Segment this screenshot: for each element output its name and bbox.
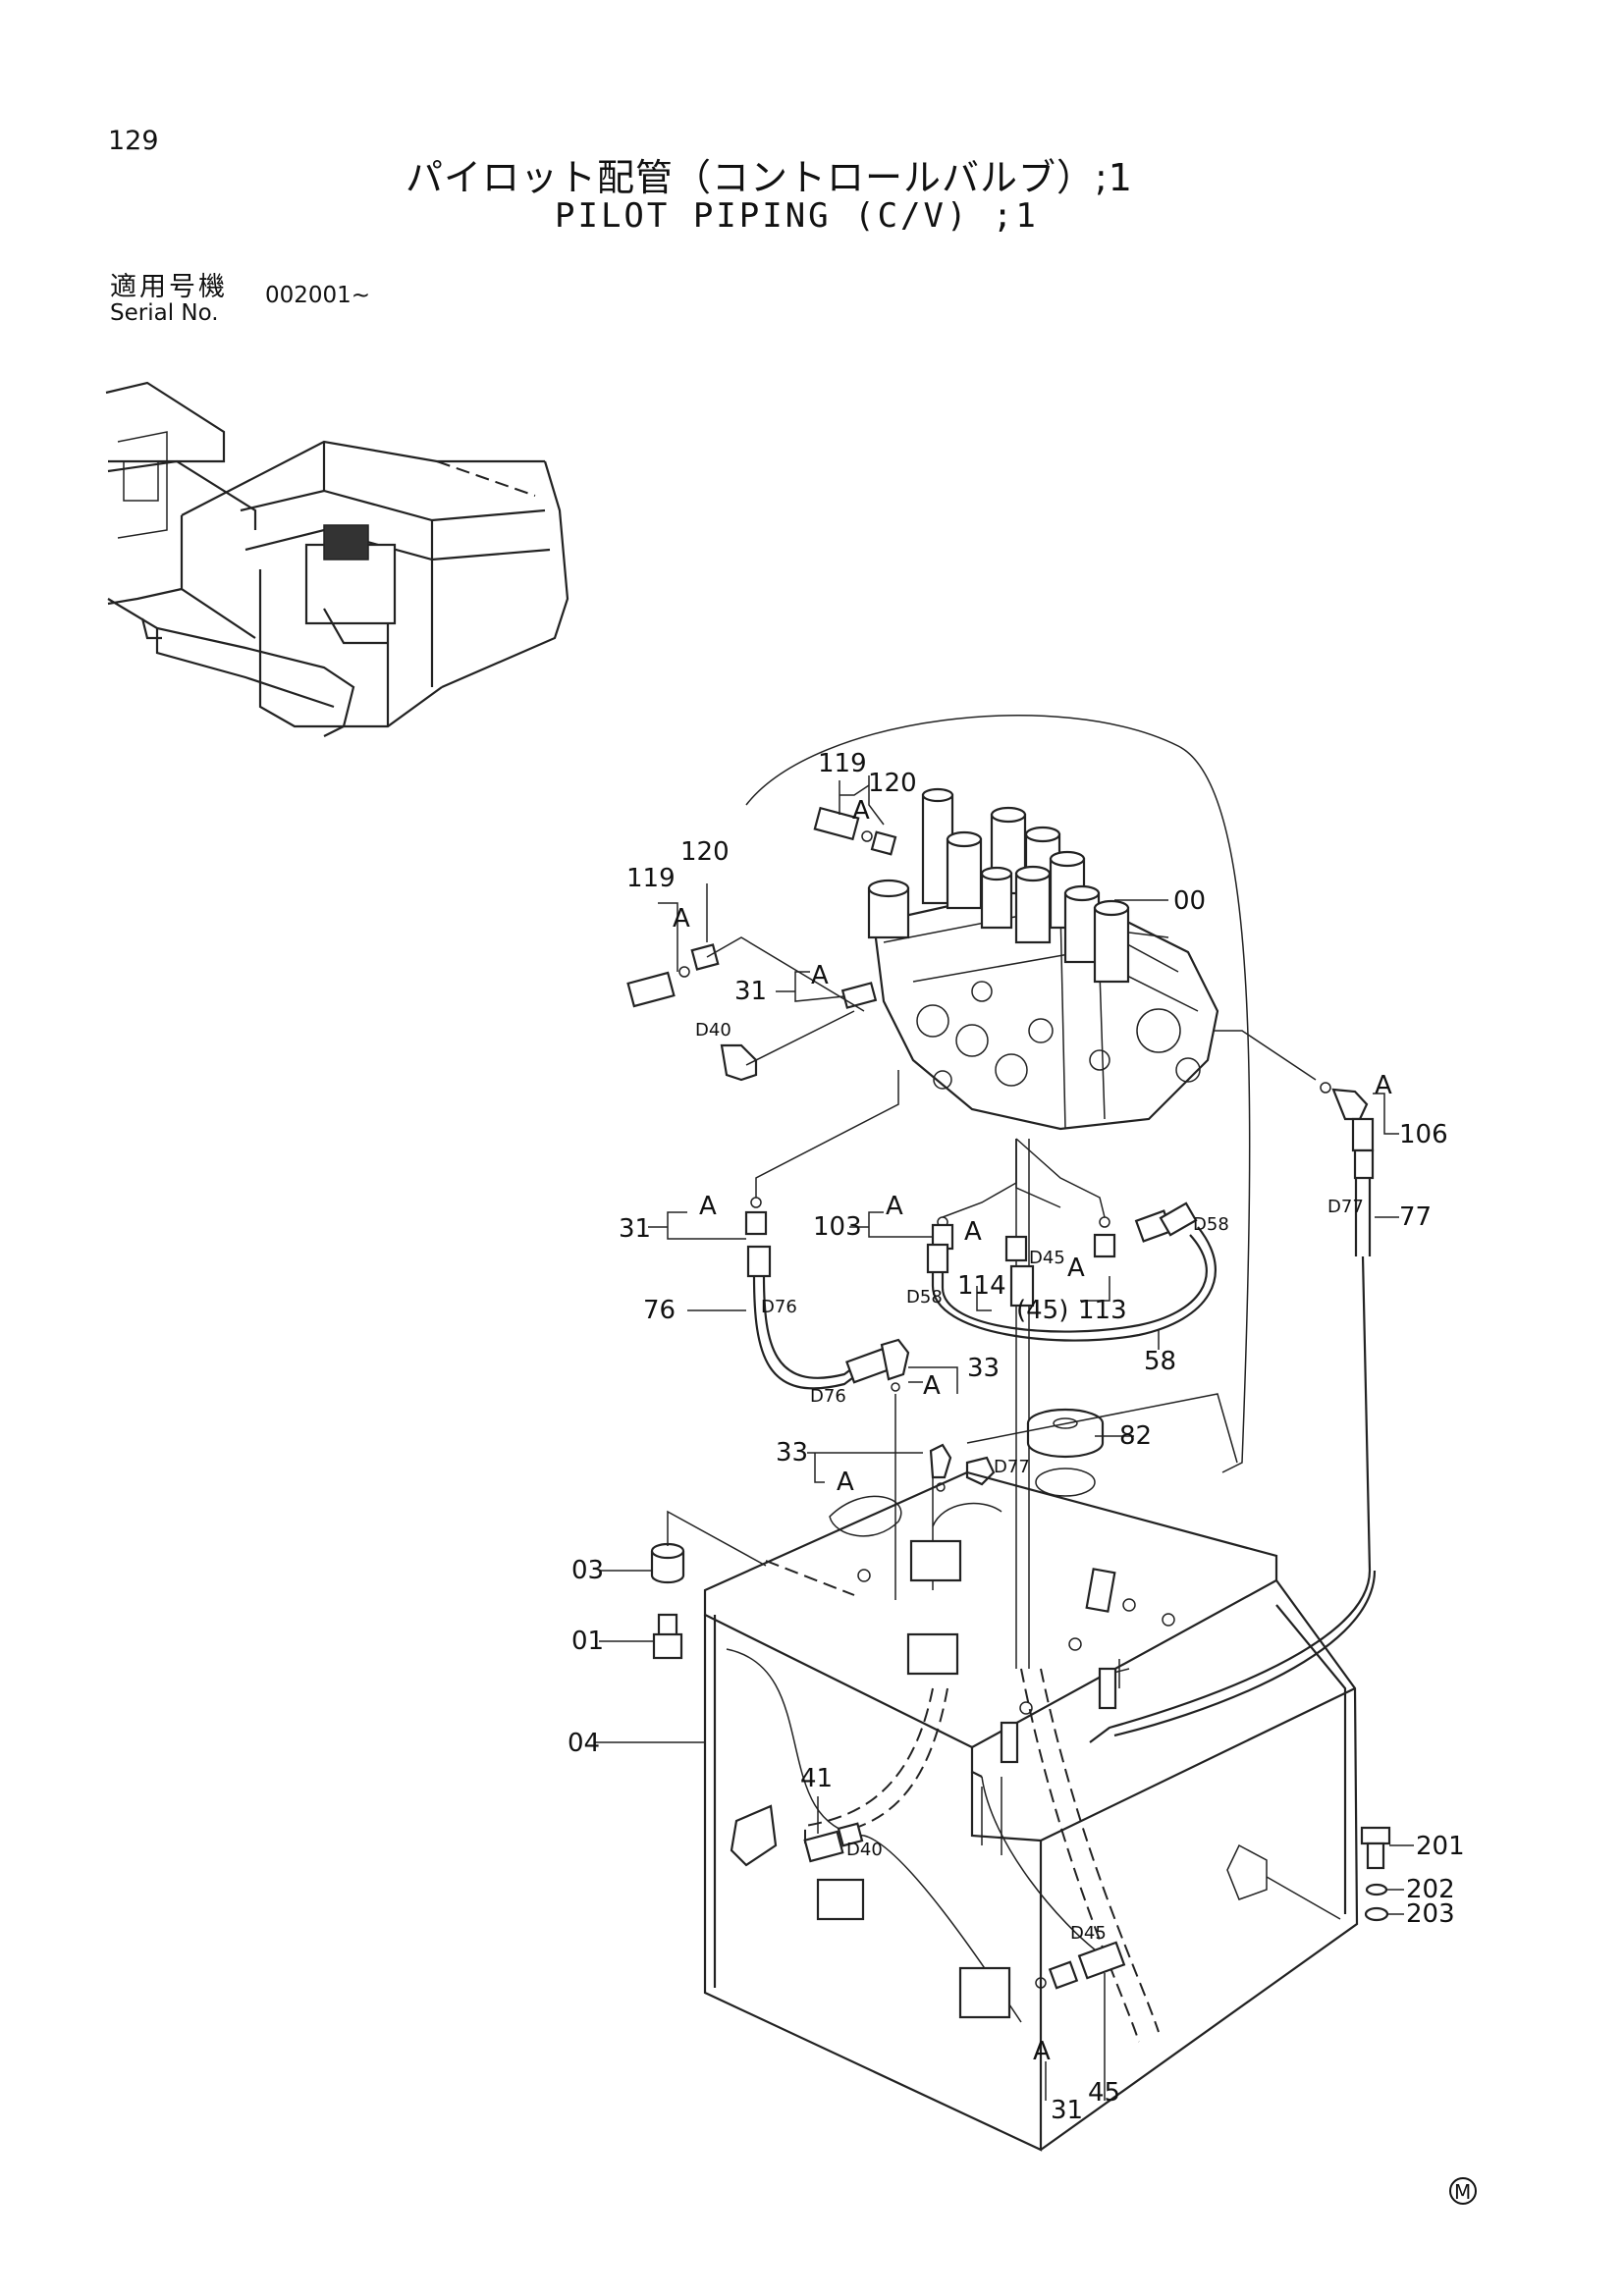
serial-label-english: Serial No. xyxy=(110,300,219,326)
callout-202: 202 xyxy=(1406,1875,1455,1904)
page-title-japanese: パイロット配管（コントロールバルブ）;1 xyxy=(406,156,1133,199)
elbow-d40-left xyxy=(720,1043,758,1082)
callout-106: 106 xyxy=(1399,1120,1448,1149)
callout-119-upper: 119 xyxy=(818,749,867,778)
marker-a-5: A xyxy=(699,1192,717,1221)
callout-203: 203 xyxy=(1406,1899,1455,1929)
marker-a-2: A xyxy=(673,904,690,934)
grommet-82 xyxy=(1026,1408,1105,1497)
marker-a-4: A xyxy=(1375,1071,1392,1100)
callout-45-paren: (45) xyxy=(1016,1296,1068,1325)
callout-33-lower: 33 xyxy=(776,1438,808,1468)
hose-58 xyxy=(931,1226,1217,1342)
hose-code-d76-lower: D76 xyxy=(810,1386,846,1407)
marker-a-3: A xyxy=(811,961,829,990)
pressure-switch-left xyxy=(626,943,720,1008)
callout-04: 04 xyxy=(568,1729,600,1758)
callout-76: 76 xyxy=(643,1296,676,1325)
callout-41: 41 xyxy=(800,1764,833,1793)
callout-77: 77 xyxy=(1399,1202,1432,1232)
callout-120-upper: 120 xyxy=(868,769,917,798)
callout-33-upper: 33 xyxy=(967,1354,1000,1383)
pressure-switch-upper xyxy=(813,806,897,856)
callout-31-lower: 31 xyxy=(1051,2096,1083,2125)
adapter-31-upper xyxy=(840,982,878,1009)
hose-code-d40-upper: D40 xyxy=(695,1020,731,1041)
callout-58: 58 xyxy=(1144,1347,1176,1376)
callout-01: 01 xyxy=(571,1627,604,1656)
cap-03 xyxy=(650,1542,685,1584)
hose-76 xyxy=(746,1245,893,1390)
marker-a-7: A xyxy=(964,1217,982,1247)
washer-202 xyxy=(1365,1883,1388,1896)
valve-group-outline xyxy=(745,715,1251,1473)
machine-overview-illustration xyxy=(105,381,569,737)
marker-a-10: A xyxy=(837,1468,854,1497)
fittings-middle-row xyxy=(744,1197,1198,1308)
hose-code-d77-center: D77 xyxy=(994,1457,1030,1477)
callout-103: 103 xyxy=(813,1212,862,1242)
control-valve xyxy=(867,787,1219,1131)
hose-code-d58-right: D58 xyxy=(1193,1214,1229,1235)
marker-a-8: A xyxy=(1067,1254,1085,1283)
footer-mark-letter: M xyxy=(1454,2180,1471,2204)
serial-number-range: 002001~ xyxy=(265,283,371,308)
callout-82: 82 xyxy=(1119,1421,1152,1451)
callout-31-middle: 31 xyxy=(619,1214,651,1244)
hose-code-d45-upper: D45 xyxy=(1029,1248,1065,1268)
callout-114: 114 xyxy=(957,1271,1006,1301)
marker-a-1: A xyxy=(852,796,870,826)
serial-label-japanese: 適用号機 xyxy=(110,272,228,302)
marker-a-11: A xyxy=(1033,2037,1051,2066)
callout-45-lower: 45 xyxy=(1088,2078,1120,2108)
callout-120-left: 120 xyxy=(680,837,730,867)
callout-03: 03 xyxy=(571,1556,604,1585)
callout-113: 113 xyxy=(1078,1296,1127,1325)
fitting-41 xyxy=(803,1822,864,1863)
fitting-45-lower xyxy=(1035,1941,1126,1990)
page-number: 129 xyxy=(108,126,159,156)
bolt-201 xyxy=(1360,1826,1391,1870)
callout-31-upper: 31 xyxy=(734,977,767,1006)
hose-code-d76-upper: D76 xyxy=(761,1297,797,1317)
page-title-english: PILOT PIPING (C/V) ;1 xyxy=(555,196,1039,236)
marker-a-9: A xyxy=(923,1371,941,1401)
elbow-33-upper xyxy=(880,1338,910,1392)
hose-77 xyxy=(1089,1117,1377,1743)
hose-code-d40-lower: D40 xyxy=(846,1840,883,1860)
callout-119-left: 119 xyxy=(626,864,676,893)
hydraulic-tank xyxy=(703,1470,1359,2152)
footer-mark: M xyxy=(1449,2177,1477,2205)
hose-code-d77-right: D77 xyxy=(1327,1197,1364,1217)
callout-00: 00 xyxy=(1173,886,1206,916)
bolt-01 xyxy=(652,1613,683,1660)
callout-201: 201 xyxy=(1416,1832,1465,1861)
washer-203 xyxy=(1364,1906,1389,1922)
hose-code-d45-lower: D45 xyxy=(1070,1923,1107,1944)
hose-code-d58-left: D58 xyxy=(906,1287,943,1308)
marker-a-6: A xyxy=(886,1192,903,1221)
